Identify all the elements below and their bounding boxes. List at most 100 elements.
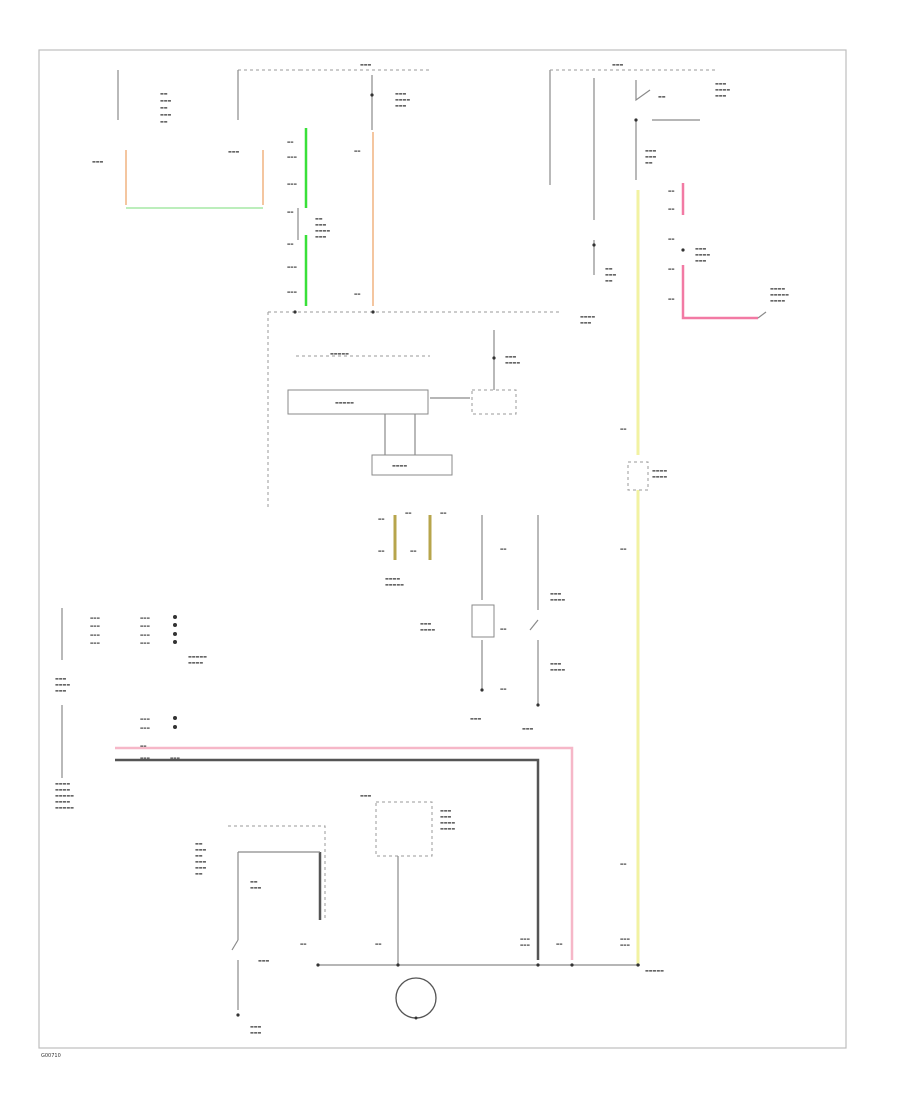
svg-text:▬▬▬▬▬: ▬▬▬▬▬ (55, 805, 74, 810)
svg-text:▬▬▬: ▬▬▬ (580, 320, 592, 325)
svg-text:▬▬: ▬▬ (287, 140, 294, 144)
relay-block: ▬▬▬ ▬▬ ▬▬▬ ▬▬▬▬ ▬▬▬ ▬▬▬ ▬▬▬ ▬▬ ▬▬ ▬▬▬ ▬▬… (549, 62, 730, 325)
svg-text:▬▬: ▬▬ (315, 216, 323, 221)
svg-text:▬▬▬: ▬▬▬ (440, 808, 452, 813)
diagram-frame (38, 49, 847, 1049)
svg-text:▬▬▬▬: ▬▬▬▬ (55, 781, 70, 786)
svg-text:▬▬: ▬▬ (620, 862, 627, 866)
svg-text:▬▬▬▬: ▬▬▬▬ (55, 787, 70, 792)
svg-text:▬▬▬▬: ▬▬▬▬ (550, 667, 565, 672)
svg-text:▬▬▬: ▬▬▬ (420, 621, 432, 626)
svg-text:▬▬: ▬▬ (668, 297, 675, 301)
svg-text:▬▬▬: ▬▬▬ (140, 616, 150, 620)
svg-text:▬▬▬▬: ▬▬▬▬ (395, 97, 410, 102)
svg-text:▬▬: ▬▬ (195, 853, 203, 858)
svg-text:▬▬: ▬▬ (500, 687, 507, 691)
svg-text:▬▬▬: ▬▬▬ (360, 793, 372, 798)
svg-text:▬▬▬: ▬▬▬ (140, 726, 150, 730)
svg-text:▬▬▬: ▬▬▬ (258, 958, 270, 963)
svg-text:▬▬▬: ▬▬▬ (395, 103, 407, 108)
svg-text:▬▬▬: ▬▬▬ (140, 624, 150, 628)
left-module-pins: ▬▬▬ ▬▬▬ ▬▬▬ ▬▬▬ ▬▬▬ ▬▬▬ ▬▬▬ ▬▬▬ ▬▬▬ ▬▬▬ … (55, 608, 207, 810)
sensor-link-block: ▬▬▬ ▬▬▬ ▬▬ ▬▬▬ ▬▬ ▬▬▬ ▬▬ (92, 69, 300, 209)
svg-text:▬▬▬▬▬: ▬▬▬▬▬ (770, 292, 789, 297)
svg-text:▬▬: ▬▬ (195, 871, 203, 876)
svg-text:▬▬▬: ▬▬▬ (645, 154, 657, 159)
brake-switch-circuit: ▬▬▬ ▬▬▬▬ ▬▬▬ ▬▬▬▬ ▬▬▬▬▬ ▬▬▬▬ ▬▬ ▬▬ ▬▬ ▬▬… (668, 183, 789, 320)
svg-text:▬▬▬: ▬▬▬ (55, 676, 67, 681)
motor-block: ▬▬▬ ▬▬▬ ▬▬▬ ▬▬▬▬ ▬▬▬▬ (360, 793, 455, 1020)
svg-text:▬▬▬: ▬▬▬ (520, 937, 530, 941)
svg-text:▬▬: ▬▬ (250, 879, 258, 884)
svg-text:▬▬: ▬▬ (556, 942, 563, 946)
svg-text:▬▬▬: ▬▬▬ (605, 272, 617, 277)
svg-text:▬▬▬: ▬▬▬ (287, 155, 297, 159)
svg-text:▬▬: ▬▬ (605, 278, 613, 283)
svg-text:▬▬: ▬▬ (658, 94, 666, 99)
svg-text:▬▬: ▬▬ (440, 511, 447, 515)
svg-text:▬▬▬: ▬▬▬ (90, 624, 100, 628)
svg-text:▬▬▬▬: ▬▬▬▬ (695, 252, 710, 257)
svg-text:▬▬: ▬▬ (605, 266, 613, 271)
svg-text:▬▬▬▬: ▬▬▬▬ (715, 87, 730, 92)
svg-text:▬▬: ▬▬ (160, 91, 168, 96)
svg-text:▬▬▬▬: ▬▬▬▬ (315, 228, 330, 233)
svg-text:▬▬▬: ▬▬▬ (90, 641, 100, 645)
svg-text:▬▬▬: ▬▬▬ (620, 937, 630, 941)
svg-text:▬▬: ▬▬ (378, 549, 385, 553)
svg-text:▬▬▬: ▬▬▬ (250, 1024, 262, 1029)
svg-text:▬▬▬: ▬▬▬ (140, 717, 150, 721)
svg-text:▬▬: ▬▬ (405, 511, 412, 515)
svg-text:▬▬: ▬▬ (620, 547, 627, 551)
svg-text:▬▬▬: ▬▬▬ (140, 633, 150, 637)
yellow-signal-wire: ▬▬▬▬ ▬▬▬▬ ▬▬ ▬▬ ▬▬ ▬▬▬ (620, 190, 667, 965)
svg-text:▬▬: ▬▬ (620, 427, 627, 431)
power-feed-center: ▬▬▬ ▬▬▬ ▬▬▬▬ ▬▬▬ ▬▬ ▬▬ (300, 62, 430, 306)
control-unit-internals: ▬▬▬▬▬ ▬▬▬▬▬ ▬▬▬ ▬▬▬▬ ▬▬▬▬ (267, 310, 560, 510)
svg-text:▬▬▬: ▬▬▬ (228, 149, 240, 154)
svg-text:▬▬: ▬▬ (668, 237, 675, 241)
motor-symbol (395, 977, 437, 1019)
svg-text:▬▬▬▬▬: ▬▬▬▬▬ (385, 582, 404, 587)
switch-block: ▬▬▬ ▬▬▬ ▬▬▬ ▬▬▬▬ ▬▬▬ ▬▬▬▬ ▬▬▬ ▬▬▬▬ ▬▬ ▬▬… (420, 515, 565, 731)
signal-wires-bottom: ▬▬ ▬▬▬ ▬▬▬ (115, 744, 574, 960)
svg-text:▬▬▬: ▬▬▬ (92, 159, 104, 164)
module-connector-block: ▬▬ ▬▬▬ ▬▬▬ ▬▬ ▬▬ ▬▬▬ ▬▬▬ ▬▬ ▬▬▬ ▬▬▬▬ ▬▬▬ (287, 128, 330, 306)
svg-text:▬▬▬: ▬▬▬ (550, 661, 562, 666)
svg-text:▬▬: ▬▬ (160, 105, 168, 110)
svg-text:▬▬▬: ▬▬▬ (695, 246, 707, 251)
svg-text:▬▬: ▬▬ (140, 744, 147, 748)
svg-text:▬▬▬: ▬▬▬ (90, 616, 100, 620)
svg-text:▬▬▬▬▬: ▬▬▬▬▬ (645, 968, 664, 973)
svg-text:▬▬: ▬▬ (410, 549, 417, 553)
svg-text:▬▬▬▬: ▬▬▬▬ (440, 826, 455, 831)
svg-text:▬▬▬: ▬▬▬ (440, 814, 452, 819)
svg-text:▬▬▬▬▬: ▬▬▬▬▬ (330, 351, 349, 356)
svg-text:▬▬▬▬: ▬▬▬▬ (55, 682, 70, 687)
svg-text:▬▬▬: ▬▬▬ (470, 716, 482, 721)
svg-text:▬▬: ▬▬ (668, 189, 675, 193)
svg-text:▬▬: ▬▬ (645, 160, 653, 165)
svg-text:▬▬▬: ▬▬▬ (287, 265, 297, 269)
svg-text:▬▬▬: ▬▬▬ (715, 93, 727, 98)
svg-text:▬▬: ▬▬ (668, 267, 675, 271)
svg-text:▬▬▬: ▬▬▬ (250, 1030, 262, 1035)
svg-text:▬▬▬▬: ▬▬▬▬ (652, 468, 667, 473)
svg-text:▬▬: ▬▬ (195, 841, 203, 846)
svg-text:▬▬▬: ▬▬▬ (195, 865, 207, 870)
bottom-connector: ▬▬ ▬▬ ▬▬▬ ▬▬▬ ▬▬ ▬▬▬ ▬▬▬▬▬ (300, 937, 664, 973)
svg-text:▬▬▬: ▬▬▬ (250, 885, 262, 890)
svg-text:▬▬: ▬▬ (287, 210, 294, 214)
svg-text:▬▬▬: ▬▬▬ (695, 258, 707, 263)
svg-text:▬▬: ▬▬ (500, 547, 507, 551)
svg-text:▬▬▬: ▬▬▬ (645, 148, 657, 153)
svg-text:▬▬▬▬▬: ▬▬▬▬▬ (335, 400, 354, 405)
svg-text:▬▬▬: ▬▬▬ (612, 62, 624, 67)
svg-text:▬▬▬▬: ▬▬▬▬ (385, 576, 400, 581)
svg-text:▬▬▬▬: ▬▬▬▬ (505, 360, 520, 365)
svg-text:▬▬▬: ▬▬▬ (550, 591, 562, 596)
svg-text:▬▬▬▬: ▬▬▬▬ (580, 314, 595, 319)
svg-text:▬▬▬: ▬▬▬ (360, 62, 372, 67)
svg-text:▬▬▬: ▬▬▬ (170, 756, 180, 760)
